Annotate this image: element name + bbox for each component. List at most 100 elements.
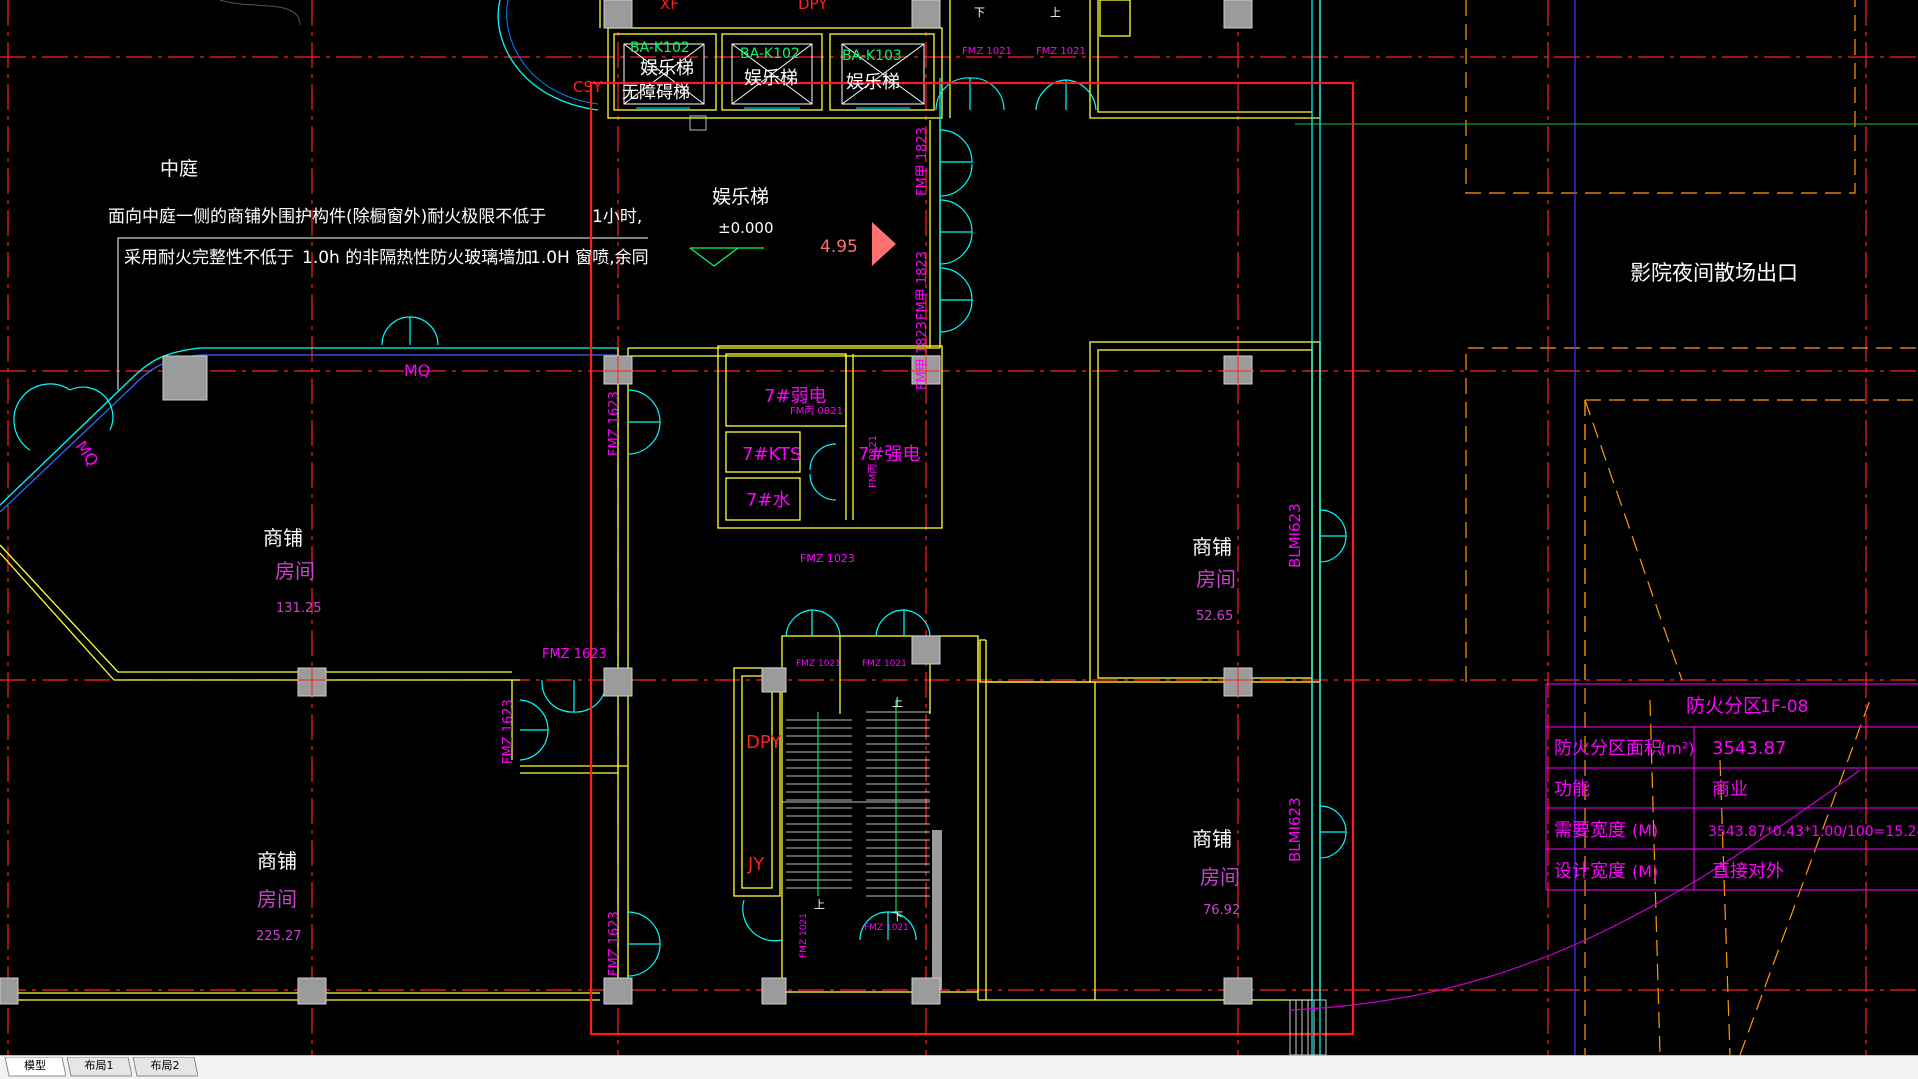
atrium-note-line2-b: 1.0h 的非隔热性防火玻璃墙加 <box>302 248 532 268</box>
stair-up-label-top: 上 <box>1050 6 1061 19</box>
walls <box>0 0 1321 1001</box>
door-stair-bottom-1: FMZ 1021 <box>799 913 809 958</box>
structural-columns <box>0 0 1253 1005</box>
door-stair-bottom-2: FMZ 1021 <box>864 923 909 933</box>
fire-zone-row-3-label: 需要宽度 <box>1554 820 1626 841</box>
fire-zone-row-4-unit: (M) <box>1632 862 1658 881</box>
stair-up-label-2: 上 <box>814 898 825 911</box>
door-blm-1: BLMI623 <box>1286 503 1304 568</box>
door-top-1: FMZ 1021 <box>962 46 1012 57</box>
tab-layout-2-label: 布局2 <box>150 1059 180 1072</box>
room-strong-current: 7#强电 <box>858 444 921 465</box>
elevator-3-name: 娱乐梯 <box>846 72 900 93</box>
stair-hall-dimension: 4.95 <box>820 237 858 257</box>
shop-right-bottom-name: 商铺 <box>1192 827 1232 851</box>
upper-floor-outline <box>1465 0 1918 1055</box>
selection-highlight <box>589 81 1355 1036</box>
atrium-glass-wall <box>0 347 618 513</box>
stair-up-label-1: 上 <box>892 696 903 709</box>
elevator-2-name: 娱乐梯 <box>744 68 798 89</box>
direction-arrow <box>872 222 896 266</box>
door-kts: FMZ 1023 <box>800 552 855 565</box>
stair-down-label-top: 下 <box>974 6 985 19</box>
room-weak-current: 7#弱电 <box>764 386 827 407</box>
tab-layout-1-label: 布局1 <box>84 1059 114 1072</box>
door-mq-1: MQ <box>404 361 430 380</box>
fire-zone-row-1-value: 3543.87 <box>1712 738 1786 759</box>
atrium-title: 中庭 <box>160 158 198 180</box>
fire-zone-row-4-label: 设计宽度 <box>1554 861 1626 882</box>
tab-model-label: 模型 <box>24 1059 46 1072</box>
shop-left-bottom-type: 房间 <box>257 887 297 911</box>
atrium-note-line2-a: 采用耐火完整性不低于 <box>124 248 294 268</box>
shop-right-top-name: 商铺 <box>1192 535 1232 559</box>
stair-label-jy: JY <box>747 854 765 875</box>
door-stair-2: FMZ 1021 <box>862 659 907 669</box>
door-blm-2: BLMI623 <box>1286 797 1304 862</box>
atrium-note-line2-c: 1.0H 窗喷,余同 <box>530 248 649 268</box>
drawing-canvas[interactable]: XF DPY BA-K102 娱乐梯 无障碍梯 BA-K102 娱乐梯 BA-K… <box>0 0 1918 1055</box>
atrium-curve <box>219 0 599 111</box>
level-marker <box>689 247 764 267</box>
stair-hall-elevation: ±0.000 <box>718 219 774 237</box>
door-right-2: FM甲 1823 <box>915 321 930 390</box>
csy-label: CSY <box>573 78 603 96</box>
tab-layout-1[interactable]: 布局1 <box>66 1057 132 1077</box>
fire-zone-row-3-unit: (M) <box>1632 821 1658 840</box>
shop-right-top-type: 房间 <box>1196 567 1236 591</box>
elevator-1-id: BA-K102 <box>630 40 690 56</box>
door-top-2: FMZ 1021 <box>1036 46 1086 57</box>
fire-zone-row-1-unit: (m²) <box>1660 739 1694 758</box>
door-right-3: FM甲 1823 <box>915 127 930 196</box>
door-left-stack: FMZ 1623 <box>501 699 516 764</box>
atrium-note-leader <box>117 237 648 390</box>
door-lower-left: FMZ 1623 <box>607 911 622 976</box>
elevator-2-id: BA-K102 <box>740 46 800 62</box>
fire-zone-boundary <box>1289 769 1861 1011</box>
shop-left-bottom-name: 商铺 <box>257 849 297 873</box>
doors <box>13 0 1347 1055</box>
fire-zone-row-3-value: 3543.87*0.43*1.00/100=15.24 <box>1708 824 1918 840</box>
stair-down-label-1: 下 <box>892 910 903 923</box>
door-center-left: FMZ 1623 <box>607 391 622 456</box>
fire-zone-row-2-label: 功能 <box>1554 779 1590 800</box>
elevator-1-sub: 无障碍梯 <box>622 83 690 103</box>
layout-tab-bar: 模型 布局1 布局2 <box>0 1055 1918 1079</box>
shop-right-top-area: 52.65 <box>1196 609 1233 624</box>
cinema-exit-label: 影院夜间散场出口 <box>1630 261 1798 285</box>
fire-zone-row-1-label: 防火分区面积 <box>1554 738 1662 759</box>
stair-rail <box>932 830 942 990</box>
stair-hall-name: 娱乐梯 <box>712 186 769 208</box>
door-center-left-2: FMZ 1623 <box>542 647 607 662</box>
xf-label: XF <box>660 0 679 13</box>
fire-zone-title: 防火分区 <box>1686 695 1762 717</box>
tab-layout-2[interactable]: 布局2 <box>132 1057 198 1077</box>
fire-zone-row-2-value: 商业 <box>1712 779 1748 800</box>
elevator-3-id: BA-K103 <box>842 48 902 64</box>
door-right-1: FM甲 1823 <box>915 251 930 320</box>
shop-left-top-name: 商铺 <box>263 526 303 550</box>
door-mq-2: MQ <box>72 437 103 470</box>
atrium-note-line1-tail: 1小时, <box>592 207 642 227</box>
door-weak-room: FM丙 0821 <box>790 406 843 417</box>
tab-model[interactable]: 模型 <box>4 1057 66 1077</box>
room-kts: 7#KTS <box>742 444 801 465</box>
stair-flights <box>782 700 930 912</box>
dpy-top-label: DPY <box>798 0 828 13</box>
fire-zone-table <box>1545 683 1918 891</box>
elevator-1-name: 娱乐梯 <box>640 58 694 79</box>
shop-right-bottom-type: 房间 <box>1200 865 1240 889</box>
column-axis-marks <box>298 356 1252 696</box>
shop-left-top-type: 房间 <box>275 559 315 583</box>
atrium-note-line1: 面向中庭一侧的商铺外围护构件(除橱窗外)耐火极限不低于 <box>108 207 546 227</box>
shop-right-bottom-area: 76.92 <box>1203 903 1240 918</box>
door-strong-room: FM丙 0821 <box>868 435 879 488</box>
fire-zone-id: 1F-08 <box>1760 697 1808 717</box>
elevator-cabs <box>623 43 925 131</box>
shop-left-bottom-area: 225.27 <box>256 929 302 944</box>
door-stair-1: FMZ 1021 <box>796 659 841 669</box>
stair-label-dpy: DPY <box>746 732 782 753</box>
shop-left-top-area: 131.25 <box>276 601 322 616</box>
room-water: 7#水 <box>746 490 791 511</box>
fire-zone-row-4-value: 直接对外 <box>1712 861 1784 882</box>
